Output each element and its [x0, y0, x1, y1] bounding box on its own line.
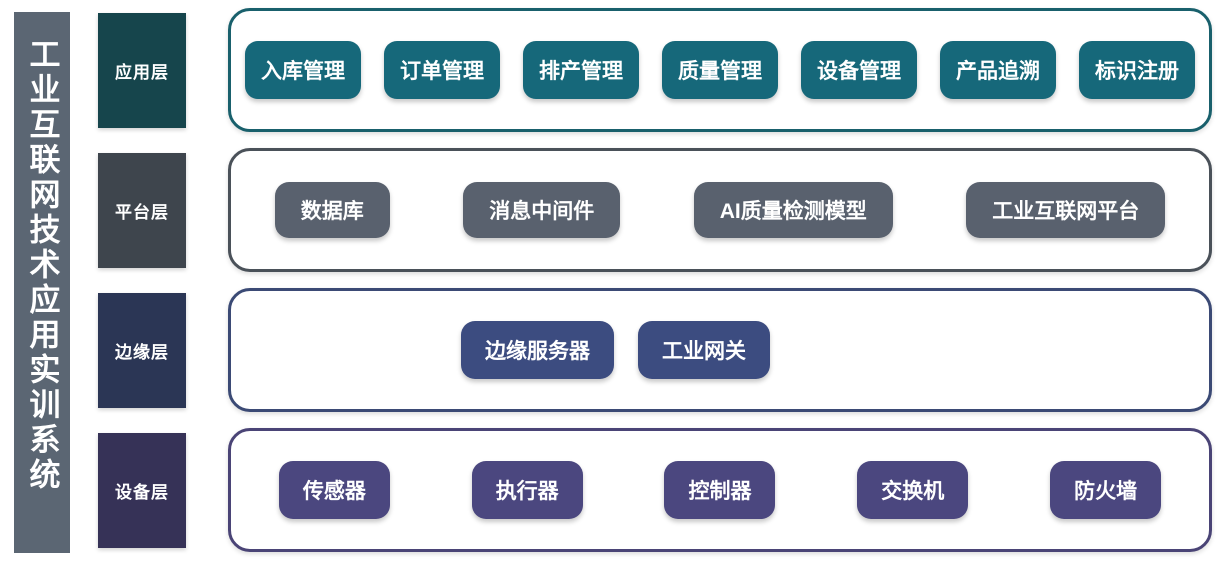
layer-row-edge: 边缘层 边缘服务器 工业网关 — [0, 288, 1226, 412]
layer-container-edge: 边缘服务器 工业网关 — [228, 288, 1212, 412]
pill-device-2[interactable]: 控制器 — [664, 461, 776, 519]
pill-device-1[interactable]: 执行器 — [471, 461, 583, 519]
pill-application-1[interactable]: 订单管理 — [384, 41, 500, 99]
pill-edge-0[interactable]: 边缘服务器 — [461, 321, 614, 379]
pill-platform-2[interactable]: AI质量检测模型 — [693, 182, 893, 238]
pill-platform-1[interactable]: 消息中间件 — [463, 182, 621, 238]
layer-row-platform: 平台层 数据库 消息中间件 AI质量检测模型 工业互联网平台 — [0, 148, 1226, 272]
pill-application-4[interactable]: 设备管理 — [801, 41, 917, 99]
pill-device-3[interactable]: 交换机 — [857, 461, 969, 519]
pill-application-2[interactable]: 排产管理 — [523, 41, 639, 99]
pill-group-device: 传感器 执行器 控制器 交换机 防火墙 — [231, 461, 1209, 519]
pill-device-0[interactable]: 传感器 — [278, 461, 390, 519]
pill-group-platform: 数据库 消息中间件 AI质量检测模型 工业互联网平台 — [231, 182, 1209, 238]
layer-container-device: 传感器 执行器 控制器 交换机 防火墙 — [228, 428, 1212, 552]
layer-row-application: 应用层 入库管理 订单管理 排产管理 质量管理 设备管理 产品追溯 标识注册 — [0, 8, 1226, 132]
layer-container-application: 入库管理 订单管理 排产管理 质量管理 设备管理 产品追溯 标识注册 — [228, 8, 1212, 132]
pill-device-4[interactable]: 防火墙 — [1050, 461, 1162, 519]
pill-application-3[interactable]: 质量管理 — [662, 41, 778, 99]
pill-group-application: 入库管理 订单管理 排产管理 质量管理 设备管理 产品追溯 标识注册 — [231, 41, 1209, 99]
layer-label-device: 设备层 — [98, 433, 186, 548]
layer-label-application: 应用层 — [98, 13, 186, 128]
layer-row-device: 设备层 传感器 执行器 控制器 交换机 防火墙 — [0, 428, 1226, 552]
pill-application-5[interactable]: 产品追溯 — [940, 41, 1056, 99]
system-title-bar: 工业互联网技术应用实训系统 — [14, 12, 70, 553]
pill-application-6[interactable]: 标识注册 — [1079, 41, 1195, 99]
system-title: 工业互联网技术应用实训系统 — [24, 38, 60, 493]
pill-edge-1[interactable]: 工业网关 — [638, 321, 770, 379]
pill-application-0[interactable]: 入库管理 — [245, 41, 361, 99]
layer-label-platform: 平台层 — [98, 153, 186, 268]
pill-platform-0[interactable]: 数据库 — [274, 182, 390, 238]
pill-platform-3[interactable]: 工业互联网平台 — [966, 182, 1166, 238]
pill-group-edge: 边缘服务器 工业网关 — [231, 321, 1209, 379]
layer-label-edge: 边缘层 — [98, 293, 186, 408]
layer-container-platform: 数据库 消息中间件 AI质量检测模型 工业互联网平台 — [228, 148, 1212, 272]
